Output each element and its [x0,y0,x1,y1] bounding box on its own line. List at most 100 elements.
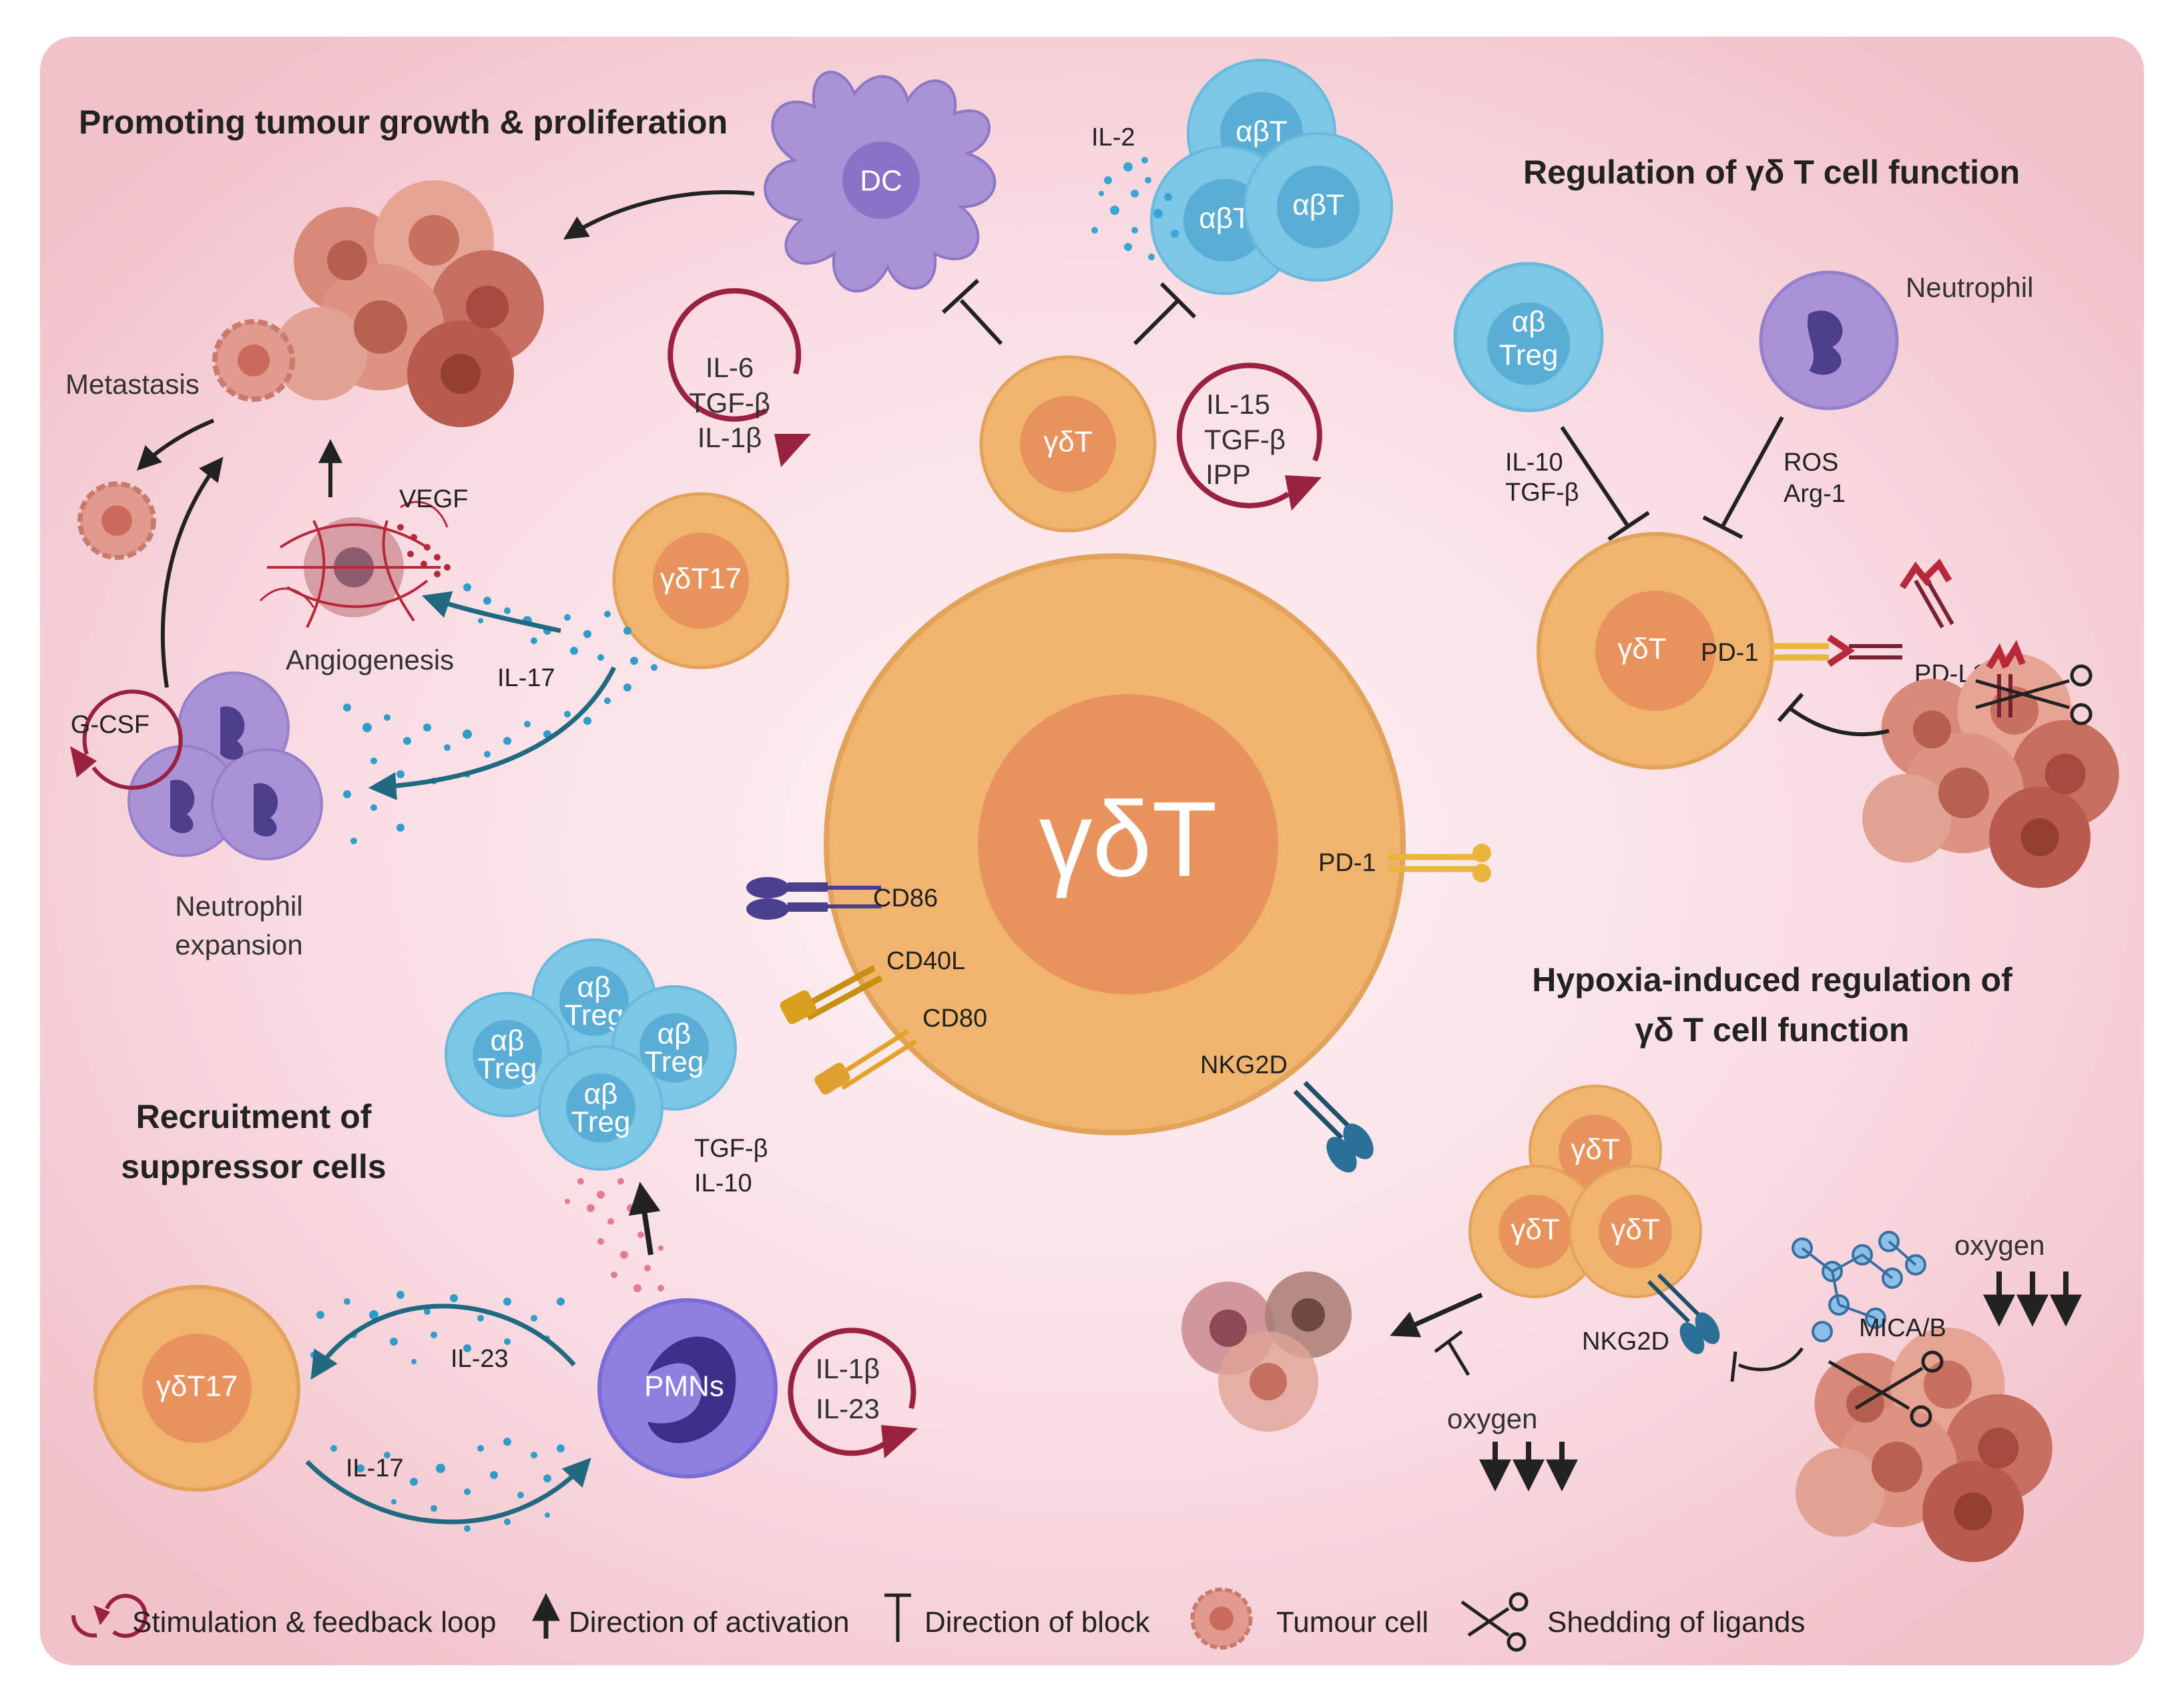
block-gdt-dc [941,278,1003,346]
pdl1-free [1899,558,1954,629]
oxygen-label-1: oxygen [1447,1403,1537,1434]
pd1-pdl1-binding [1772,634,1902,667]
treg-3-line2: Treg [645,1046,704,1079]
arrow-il17-bottom [305,1457,591,1524]
il17-bottom-label: IL-17 [346,1454,404,1482]
treg-cluster: αβ Treg αβ Treg αβ Treg αβ Treg [445,938,737,1171]
gdt17-lower-label: γδT17 [156,1370,238,1403]
oxygen-down-arrows-2 [1983,1271,2082,1327]
treg-2-line2: Treg [478,1053,537,1085]
gdt17-lower-cell: γδT17 [93,1285,300,1492]
angiogenesis-label: Angiogenesis [286,644,454,675]
title-regulation: Regulation of γδ T cell function [1523,154,2020,191]
abt-label-1: αβT [1236,115,1288,148]
neutrophil-expansion-2: expansion [175,929,302,960]
nkg2d-hyp-label: NKG2D [1582,1328,1669,1356]
nkg2d-label: NKG2D [1200,1051,1288,1079]
nkg2d-receptor [1293,1081,1374,1173]
abt-label-3: αβT [1292,189,1344,222]
arrow-il23 [310,1304,576,1380]
treg-1-line1: αβ [577,971,611,1004]
block-oxygen-kill [1434,1330,1470,1376]
nkg2d-hyp-receptor [1647,1273,1720,1354]
abt-label-2: αβT [1199,202,1251,235]
gcsf-loop: G-CSF [70,689,183,790]
loop2-tgfb: TGF-β [1204,424,1286,455]
cd80-receptor [814,1029,917,1095]
reg-gdt-label: γδT [1617,633,1666,665]
pmn-label: PMNs [644,1370,724,1403]
abt-cluster: αβT αβT αβT [1150,59,1393,295]
reg-gdt-cell: γδT [1537,532,1774,770]
cd86-label: CD86 [873,884,938,912]
loop2-il15: IL-15 [1206,388,1270,420]
cd80-label: CD80 [922,1005,987,1033]
legend-activation-label: Direction of activation [569,1606,850,1639]
treg-4-line1: αβ [584,1078,618,1111]
arrow-pmn-to-treg [628,1181,661,1255]
mica-ligands [1792,1231,1926,1342]
legend: Stimulation & feedback loop Direction of… [71,1590,1806,1652]
il2-label: IL-2 [1091,123,1135,152]
treg-4-line2: Treg [571,1106,631,1139]
abtreg-reg-line2: Treg [1499,339,1559,372]
pd1-reg-label: PD-1 [1701,639,1759,667]
tumour-cell-metastatic [215,322,292,399]
hyp-gdt-2: γδT [1511,1213,1559,1246]
metastasis-label: Metastasis [65,368,200,400]
arrow-gdt-kill-tumour [1390,1292,1483,1338]
scissors-icon-pdl1 [1975,664,2093,726]
legend-shedding-label: Shedding of ligands [1547,1606,1806,1639]
vegf-label: VEGF [399,485,468,513]
oxygen-down-arrows-1 [1479,1442,1578,1492]
abtreg-cell-reg: αβ Treg [1453,262,1604,412]
legend-block-label: Direction of block [924,1606,1150,1639]
gcsf-label: G-CSF [71,711,150,739]
pdl1-on-tumour [1986,639,2026,718]
gdt17-upper-label: γδT17 [660,563,742,595]
title-recruit-2: suppressor cells [121,1148,386,1185]
tgfb-reg-label: TGF-β [1505,479,1579,507]
ros-label: ROS [1784,449,1838,477]
cd40l-label: CD40L [886,947,965,975]
vegf-dots [397,524,451,577]
il23-label: IL-23 [451,1345,509,1373]
dying-tumour [1181,1271,1352,1432]
il17-dots-upper [463,583,657,671]
legend-block-icon [884,1593,911,1642]
feedback-loop-2: IL-15 TGF-β IPP [1176,362,1322,511]
il17-dots-bottom [330,1438,565,1532]
central-gdt-label: γδT [1039,779,1217,898]
il17-label: IL-17 [497,664,555,692]
arg1-label: Arg-1 [1784,480,1846,508]
title-growth: Promoting tumour growth & proliferation [79,103,728,141]
loop1-il1b: IL-1β [698,422,762,453]
neutrophil-label: Neutrophil [1906,272,2033,303]
loop3-il1b: IL-1β [816,1353,880,1384]
il10-reg-label: IL-10 [1505,449,1563,477]
abtreg-reg-line1: αβ [1512,306,1546,338]
il10-recruit-label: IL-10 [694,1169,752,1197]
central-gdt-cell: γδT [824,553,1406,1135]
mica-label: MICA/B [1859,1314,1946,1342]
arrow-neutrophil-to-tumour [160,457,224,688]
feedback-loop-3: IL-1β IL-23 [788,1328,918,1458]
feedback-loop-1: IL-6 TGF-β IL-1β [667,288,811,467]
legend-tumour-label: Tumour cell [1276,1606,1428,1639]
pd1-label: PD-1 [1318,849,1376,877]
neutrophil-expansion-1: Neutrophil [175,890,302,922]
neutrophil-reg-cell [1759,270,1899,410]
pink-dots [565,1178,664,1292]
title-recruit-1: Recruitment of [136,1098,372,1135]
dendritic-cell: DC [764,71,997,293]
arrow-il17-to-angio [422,591,561,633]
loop1-il6: IL-6 [706,352,754,383]
hyp-gdt-3: γδT [1611,1213,1659,1246]
cd40l-receptor [780,965,883,1025]
block-tumour-gdt [1777,693,1890,737]
block-treg-gdt [1560,426,1650,541]
gdt17-upper-cell: γδT17 [614,494,788,667]
block-neutrophil-gdt [1702,416,1784,539]
arrow-il17-to-neutrophils [368,666,617,800]
